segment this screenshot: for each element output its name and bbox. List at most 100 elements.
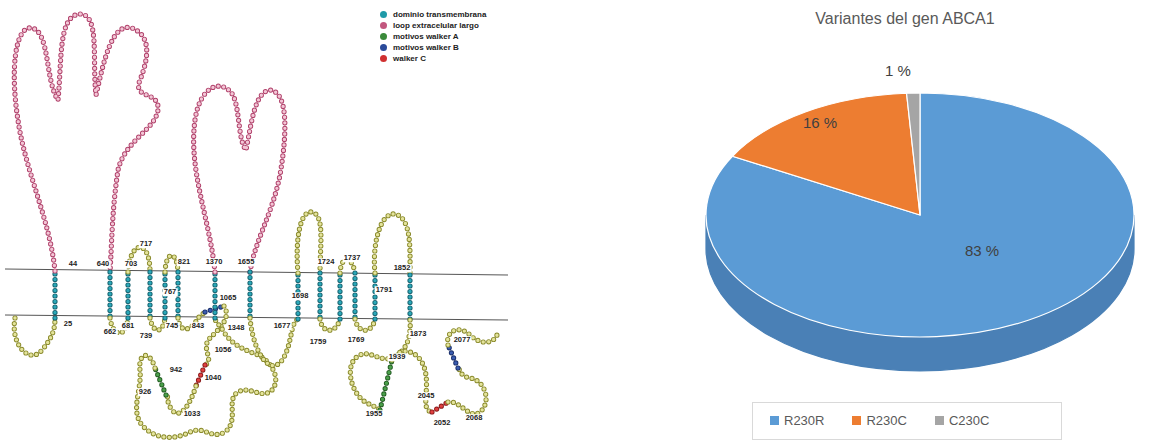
legend-swatch	[935, 416, 944, 425]
residue-chain	[448, 330, 498, 345]
residue-chain	[155, 368, 166, 395]
residue-chain	[318, 273, 321, 319]
residue-chain	[408, 275, 411, 320]
residue-chain	[147, 272, 152, 318]
residue-chain	[380, 360, 392, 410]
pie-slice	[732, 93, 920, 215]
residue-chain	[126, 272, 129, 318]
residue-chain	[338, 273, 341, 319]
residue-chain	[14, 318, 55, 355]
residue-chain	[14, 14, 158, 272]
residue-number: 1370	[205, 258, 224, 266]
legend-swatch	[380, 11, 387, 18]
residue-number: 767	[163, 288, 178, 296]
residue-number: 1348	[227, 324, 246, 332]
legend-text: loop extracelular largo	[393, 21, 479, 30]
residue-number: 25	[63, 320, 73, 328]
residue-chain	[248, 272, 251, 318]
residue-number: 44	[68, 260, 78, 268]
residue-chain	[250, 318, 298, 366]
residue-number: 1677	[273, 322, 292, 330]
chart-title: Variantes del gen ABCA1	[815, 10, 994, 28]
legend-text: R230R	[784, 413, 824, 428]
residue-chain	[150, 318, 165, 330]
legend-entry: walker C	[380, 54, 426, 63]
pie-slice	[706, 93, 1134, 337]
residue-number: 681	[121, 322, 136, 330]
residue-chain	[250, 318, 298, 366]
residue-number: 1056	[214, 346, 233, 354]
residue-number: 739	[139, 332, 154, 340]
legend-entry: motivos walker B	[380, 43, 459, 52]
residue-number: 640	[96, 260, 111, 268]
residue-chain	[448, 345, 458, 368]
residue-chain	[125, 272, 130, 318]
residue-chain	[148, 272, 151, 318]
residue-chain	[317, 273, 322, 319]
residue-chain	[14, 14, 158, 272]
residue-chain	[352, 273, 357, 319]
residue-number: 1873	[409, 330, 428, 338]
residue-chain	[137, 318, 276, 437]
residue-number: 1939	[388, 353, 407, 361]
legend-swatch	[380, 44, 387, 51]
legend-text: motivos walker B	[393, 43, 459, 52]
residue-number: 2077	[453, 336, 472, 344]
residue-chain	[350, 320, 410, 410]
residue-chain	[247, 272, 252, 318]
percent-label: 1 %	[885, 63, 911, 78]
residue-chain	[107, 272, 112, 318]
residue-number: 703	[124, 260, 139, 268]
residue-chain	[166, 386, 196, 413]
residue-chain	[448, 330, 498, 345]
residue-number: 2052	[433, 419, 452, 427]
residue-number: 1724	[317, 258, 336, 266]
abca1-topology: .o { fill: none; stroke-linecap: round; …	[0, 0, 520, 446]
residue-chain	[350, 320, 410, 410]
residue-chain	[178, 312, 205, 329]
legend-entry: loop extracelular largo	[380, 21, 479, 30]
legend-text: walker C	[393, 54, 426, 63]
residue-number: 843	[191, 322, 206, 330]
residue-chain	[194, 86, 285, 272]
residue-chain	[137, 318, 276, 437]
residue-chain	[194, 86, 285, 272]
legend-text: R230C	[866, 413, 906, 428]
residue-chain	[166, 386, 196, 413]
residue-number: 926	[138, 388, 153, 396]
residue-chain	[407, 275, 412, 320]
residue-chain	[380, 360, 392, 410]
residue-number: 745	[165, 322, 180, 330]
residue-number: 1737	[343, 254, 362, 262]
residue-chain	[320, 319, 340, 330]
residue-number: 1759	[309, 338, 328, 346]
legend-entry: motivos walker A	[380, 32, 459, 41]
residue-number: 2068	[465, 414, 484, 422]
legend-swatch	[380, 55, 387, 62]
percent-label: 16 %	[803, 115, 837, 130]
residue-number: 1655	[237, 258, 256, 266]
residue-chain	[448, 368, 486, 414]
legend-swatch	[380, 22, 387, 29]
legend-text: motivos walker A	[393, 32, 459, 41]
residue-number: 1955	[365, 410, 384, 418]
residue-number: 717	[139, 240, 154, 248]
residue-number: 1033	[183, 410, 202, 418]
residue-chain	[53, 271, 56, 318]
residue-chain	[432, 402, 448, 412]
residue-number: 1852	[393, 264, 412, 272]
residue-chain	[448, 368, 486, 414]
residue-chain	[14, 318, 55, 355]
residue-chain	[373, 273, 376, 319]
residue-chain	[355, 319, 375, 330]
residue-chain	[150, 318, 165, 330]
residue-number: 1791	[375, 286, 394, 294]
legend-entry: R230R	[770, 413, 824, 428]
residue-chain	[52, 271, 57, 318]
residue-chain	[320, 319, 340, 330]
percent-label: 83 %	[965, 243, 999, 258]
residue-chain	[108, 272, 111, 318]
residue-number: 1040	[204, 374, 223, 382]
residue-chain	[337, 273, 342, 319]
